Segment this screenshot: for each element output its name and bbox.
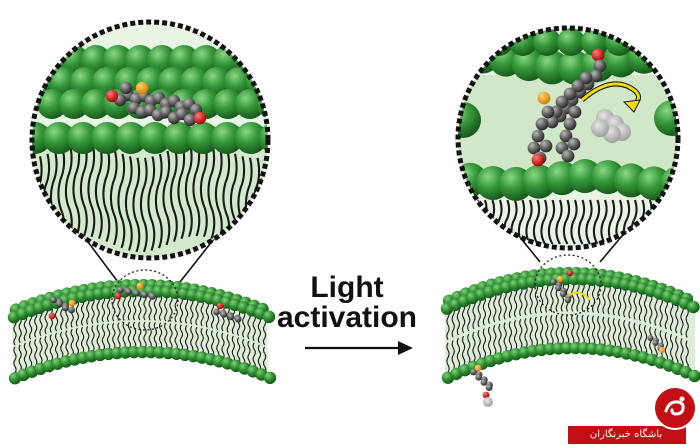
atom — [50, 297, 57, 304]
atom — [536, 118, 549, 131]
atom — [550, 279, 556, 285]
lipid-head — [257, 45, 287, 75]
ghost-atom — [483, 397, 493, 407]
caption-light: Light — [272, 272, 422, 304]
atom — [567, 270, 573, 276]
atom — [591, 119, 609, 137]
atom — [213, 309, 220, 316]
atom — [62, 305, 69, 312]
atom — [538, 92, 551, 105]
atom — [475, 365, 482, 372]
atom — [235, 316, 242, 323]
atom — [557, 276, 563, 282]
lipid-head — [443, 39, 477, 73]
lipid-head — [629, 28, 657, 56]
zoom-circle-left — [15, 20, 291, 260]
atom — [592, 49, 605, 62]
atom — [49, 313, 56, 320]
atom — [115, 293, 122, 300]
lipid-head — [15, 45, 45, 75]
atom — [217, 303, 224, 310]
atom — [532, 130, 545, 143]
atom — [133, 290, 140, 297]
atom — [137, 283, 144, 290]
lipid-tail — [661, 200, 666, 244]
membrane-left — [8, 279, 276, 385]
lipid-head — [660, 167, 694, 201]
atom — [141, 291, 148, 298]
atom — [562, 150, 575, 163]
atom — [136, 82, 148, 94]
zoom-circle-right — [443, 25, 700, 255]
atom — [106, 90, 118, 102]
atom — [648, 335, 654, 341]
atom — [194, 112, 206, 124]
atom — [120, 82, 132, 94]
lipid-head — [259, 122, 291, 154]
atom — [125, 288, 132, 295]
atom — [565, 297, 571, 303]
caption-activation: activation — [272, 302, 422, 334]
atom — [228, 313, 235, 320]
lipid-head — [653, 28, 681, 56]
lipid-tail — [474, 200, 479, 244]
lipid-head — [673, 42, 700, 76]
arrow-right-icon — [305, 341, 413, 355]
lipid-tail — [466, 200, 471, 244]
atom — [149, 293, 156, 300]
watermark: باشگاه خبرنگاران — [568, 383, 700, 445]
atom — [486, 384, 493, 391]
lipid-head — [461, 28, 489, 56]
lipid-head — [557, 28, 585, 56]
atom — [542, 106, 555, 119]
atom — [569, 106, 582, 119]
atom — [560, 291, 566, 297]
lipid-head — [264, 372, 276, 384]
atom — [564, 118, 577, 131]
atom — [659, 347, 665, 353]
atom — [540, 140, 553, 153]
atom — [117, 287, 124, 294]
atom — [568, 138, 581, 151]
atom — [653, 340, 659, 346]
atom — [68, 307, 75, 314]
lipid-head — [687, 301, 699, 313]
atom — [69, 300, 76, 307]
atom — [56, 301, 63, 308]
atom — [555, 285, 561, 291]
atom — [532, 154, 545, 167]
watermark-logo-icon — [652, 385, 698, 431]
atom — [220, 311, 227, 318]
